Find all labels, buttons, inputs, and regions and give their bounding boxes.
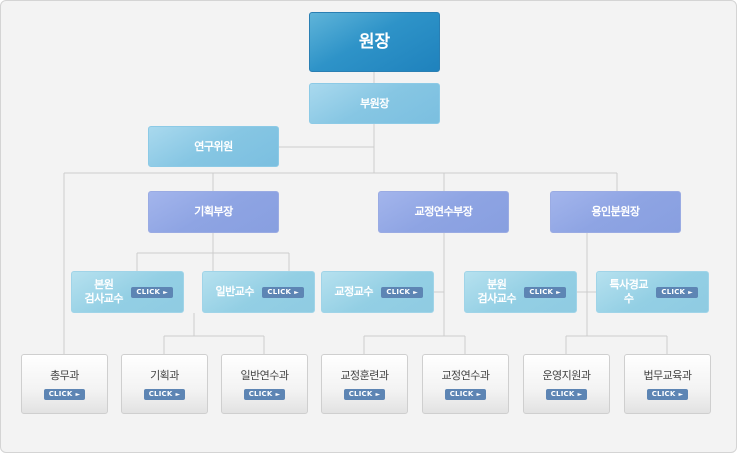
prof-general-label: 일반교수 [215, 285, 254, 298]
node-dept-general-affairs[interactable]: 총무과 CLICK► [21, 354, 108, 414]
dept-correction-training-label: 교정연수과 [441, 368, 490, 382]
arrow-right-icon: ► [175, 390, 181, 398]
click-badge[interactable]: CLICK► [43, 388, 86, 400]
click-badge[interactable]: CLICK► [131, 286, 173, 298]
planning-director-label: 기획부장 [194, 205, 233, 218]
arrow-right-icon: ► [678, 390, 684, 398]
node-deputy-director: 부원장 [309, 83, 440, 124]
arrow-right-icon: ► [75, 390, 81, 398]
node-prof-branch-prosecutor[interactable]: 분원 검사교수 CLICK► [464, 271, 577, 313]
arrow-right-icon: ► [556, 288, 561, 296]
research-fellow-label: 연구위원 [194, 139, 233, 153]
dept-operations-support-label: 운영지원과 [542, 368, 591, 382]
click-badge[interactable]: CLICK► [444, 388, 487, 400]
dept-legal-education-label: 법무교육과 [643, 368, 692, 382]
arrow-right-icon: ► [476, 390, 482, 398]
click-badge[interactable]: CLICK► [262, 286, 304, 298]
click-badge[interactable]: CLICK► [343, 388, 386, 400]
node-dept-legal-education[interactable]: 법무교육과 CLICK► [624, 354, 711, 414]
dept-correction-drill-label: 교정훈련과 [340, 368, 389, 382]
prof-main-prosecutor-label: 본원 검사교수 [84, 278, 123, 305]
node-director: 원장 [309, 12, 440, 72]
node-dept-correction-drill[interactable]: 교정훈련과 CLICK► [321, 354, 408, 414]
node-prof-main-prosecutor[interactable]: 본원 검사교수 CLICK► [71, 271, 184, 313]
yongin-branch-director-label: 용인분원장 [591, 205, 640, 218]
click-badge[interactable]: CLICK► [381, 286, 423, 298]
arrow-right-icon: ► [163, 288, 168, 296]
click-badge[interactable]: CLICK► [143, 388, 186, 400]
node-planning-director: 기획부장 [148, 191, 279, 233]
node-correction-training-director: 교정연수부장 [378, 191, 509, 233]
director-label: 원장 [358, 32, 391, 52]
dept-planning-label: 기획과 [150, 368, 179, 382]
arrow-right-icon: ► [294, 288, 299, 296]
node-prof-correction[interactable]: 교정교수 CLICK► [321, 271, 434, 313]
correction-training-director-label: 교정연수부장 [414, 205, 473, 218]
node-prof-special-judicial-police[interactable]: 특사경교수 CLICK► [596, 271, 709, 313]
click-badge[interactable]: CLICK► [646, 388, 689, 400]
node-prof-general[interactable]: 일반교수 CLICK► [202, 271, 315, 313]
arrow-right-icon: ► [688, 288, 693, 296]
node-research-fellow: 연구위원 [148, 126, 279, 167]
node-dept-operations-support[interactable]: 운영지원과 CLICK► [523, 354, 610, 414]
arrow-right-icon: ► [577, 390, 583, 398]
prof-special-judicial-police-label: 특사경교수 [609, 278, 648, 305]
prof-correction-label: 교정교수 [334, 285, 373, 298]
click-badge[interactable]: CLICK► [243, 388, 286, 400]
click-badge[interactable]: CLICK► [524, 286, 566, 298]
dept-general-training-label: 일반연수과 [240, 368, 289, 382]
click-badge[interactable]: CLICK► [656, 286, 698, 298]
node-dept-general-training[interactable]: 일반연수과 CLICK► [221, 354, 308, 414]
deputy-director-label: 부원장 [360, 96, 389, 110]
arrow-right-icon: ► [275, 390, 281, 398]
click-badge[interactable]: CLICK► [545, 388, 588, 400]
node-yongin-branch-director: 용인분원장 [550, 191, 681, 233]
arrow-right-icon: ► [413, 288, 418, 296]
node-dept-correction-training[interactable]: 교정연수과 CLICK► [422, 354, 509, 414]
node-dept-planning[interactable]: 기획과 CLICK► [121, 354, 208, 414]
arrow-right-icon: ► [375, 390, 381, 398]
prof-branch-prosecutor-label: 분원 검사교수 [477, 278, 516, 305]
dept-general-affairs-label: 총무과 [50, 368, 79, 382]
